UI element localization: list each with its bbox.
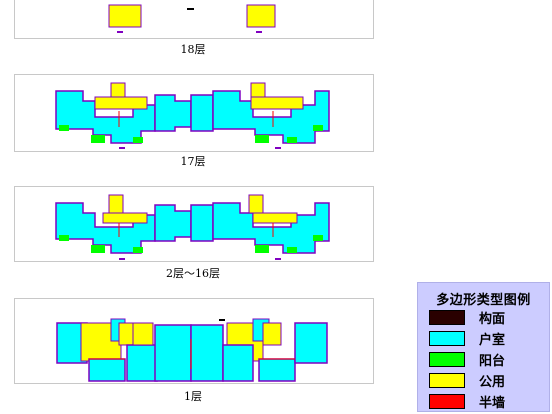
legend-swatch-balcony bbox=[429, 352, 465, 367]
room-area bbox=[154, 324, 192, 382]
public-area bbox=[108, 194, 124, 214]
structure-mark bbox=[219, 319, 225, 321]
public-area bbox=[246, 4, 276, 28]
door-mark bbox=[119, 147, 125, 149]
floor-18-plan bbox=[108, 4, 276, 33]
legend-swatch-public bbox=[429, 373, 465, 388]
legend-swatch-structure bbox=[429, 310, 465, 325]
room-area bbox=[190, 204, 214, 242]
left-unit bbox=[55, 194, 156, 254]
left-wing bbox=[56, 318, 158, 382]
floor-17-frame bbox=[14, 74, 374, 152]
balcony-area bbox=[91, 135, 105, 143]
polygon-type-legend: 多边形类型图例 构面 户室 阳台 公用 半墙 bbox=[417, 282, 550, 412]
balcony-area bbox=[287, 247, 297, 253]
floor-17-plan bbox=[55, 82, 330, 149]
door-mark bbox=[119, 258, 125, 260]
room-area bbox=[212, 202, 330, 254]
legend-label-half-wall: 半墙 bbox=[479, 396, 506, 411]
balcony-area bbox=[91, 245, 105, 253]
floor-label-17: 17层 bbox=[180, 155, 206, 168]
room-area bbox=[190, 94, 214, 132]
middle-link bbox=[154, 319, 225, 382]
right-wing bbox=[222, 318, 328, 382]
balcony-area bbox=[133, 247, 143, 253]
floor-2-16-plan bbox=[55, 194, 330, 260]
legend-swatch-half-wall bbox=[429, 394, 465, 409]
public-area bbox=[250, 82, 266, 98]
floor-label-2-16: 2层～16层 bbox=[166, 267, 220, 280]
room-area bbox=[154, 204, 192, 242]
public-area bbox=[252, 212, 298, 224]
legend-label-balcony: 阳台 bbox=[479, 354, 506, 369]
balcony-area bbox=[313, 235, 323, 241]
balcony-area bbox=[255, 135, 269, 143]
floor-2-16-frame bbox=[14, 186, 374, 262]
legend-swatch-room bbox=[429, 331, 465, 346]
door-mark bbox=[275, 147, 281, 149]
room-area bbox=[126, 344, 158, 382]
public-area bbox=[94, 96, 148, 110]
room-area bbox=[154, 94, 192, 132]
balcony-area bbox=[255, 245, 269, 253]
public-area bbox=[108, 4, 142, 28]
door-mark bbox=[117, 31, 123, 33]
structure-mark bbox=[187, 8, 194, 10]
room-area bbox=[294, 322, 328, 364]
public-area bbox=[132, 322, 154, 346]
floor-1-frame bbox=[14, 298, 374, 384]
public-area bbox=[262, 322, 282, 346]
floor-label-18: 18层 bbox=[180, 43, 206, 56]
room-area bbox=[55, 202, 156, 254]
public-area bbox=[110, 82, 126, 98]
balcony-area bbox=[313, 125, 323, 131]
right-unit bbox=[212, 82, 330, 144]
room-area bbox=[190, 324, 224, 382]
left-unit bbox=[55, 82, 156, 144]
right-unit bbox=[212, 194, 330, 254]
public-area bbox=[102, 212, 148, 224]
floor-18-frame bbox=[14, 0, 374, 39]
door-mark bbox=[256, 31, 262, 33]
public-area bbox=[248, 194, 264, 214]
room-area bbox=[258, 358, 296, 382]
middle-link bbox=[154, 204, 214, 242]
door-mark bbox=[275, 258, 281, 260]
legend-label-structure: 构面 bbox=[479, 312, 506, 327]
middle-link bbox=[154, 94, 214, 132]
balcony-area bbox=[59, 125, 69, 131]
balcony-area bbox=[133, 137, 143, 143]
balcony-area bbox=[287, 137, 297, 143]
floor-1-plan bbox=[56, 318, 328, 382]
legend-title: 多边形类型图例 bbox=[436, 293, 531, 308]
legend-label-room: 户室 bbox=[479, 333, 506, 348]
floor-label-1: 1层 bbox=[184, 390, 202, 403]
legend-label-public: 公用 bbox=[479, 375, 506, 390]
room-area bbox=[222, 344, 254, 382]
balcony-area bbox=[59, 235, 69, 241]
room-area bbox=[88, 358, 126, 382]
public-area bbox=[250, 96, 304, 110]
